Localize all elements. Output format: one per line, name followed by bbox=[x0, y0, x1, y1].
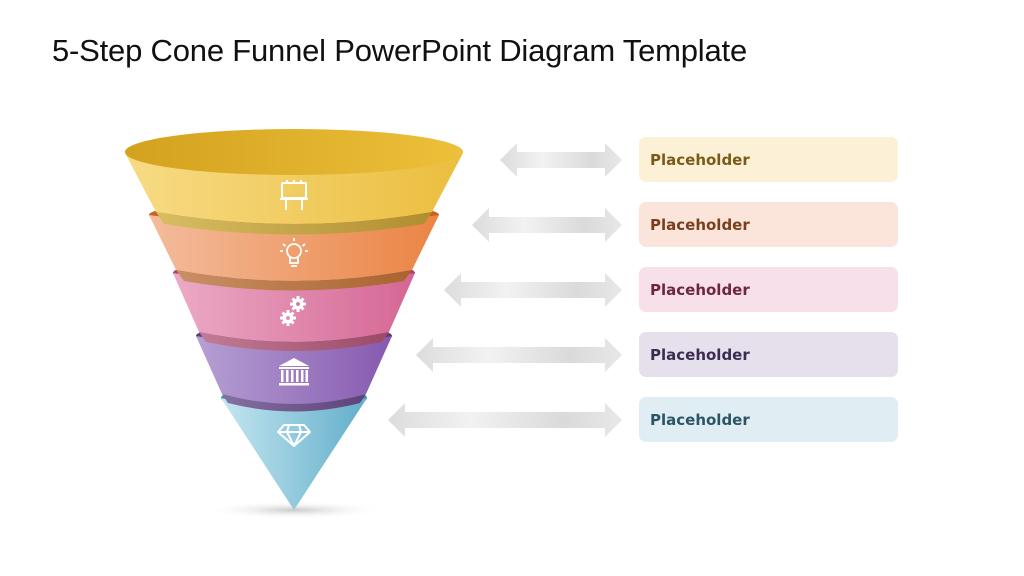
lightbulb-icon bbox=[280, 238, 308, 267]
funnel-level-1[interactable] bbox=[125, 129, 463, 235]
placeholder-box-4[interactable]: Placeholder bbox=[639, 332, 898, 377]
gears-icon bbox=[280, 296, 306, 326]
placeholder-box-1[interactable]: Placeholder bbox=[639, 137, 898, 182]
diamond-icon bbox=[277, 424, 311, 447]
double-arrow-4 bbox=[416, 338, 622, 372]
double-arrow-2 bbox=[472, 208, 622, 242]
placeholder-text-2[interactable]: Placeholder bbox=[650, 215, 750, 234]
placeholder-box-5[interactable]: Placeholder bbox=[639, 397, 898, 442]
placeholder-box-3[interactable]: Placeholder bbox=[639, 267, 898, 312]
placeholder-text-1[interactable]: Placeholder bbox=[650, 150, 750, 169]
billboard-icon bbox=[280, 180, 308, 210]
double-arrow-3 bbox=[444, 273, 622, 307]
slide-title: 5-Step Cone Funnel PowerPoint Diagram Te… bbox=[52, 33, 747, 68]
placeholder-box-2[interactable]: Placeholder bbox=[639, 202, 898, 247]
bank-icon bbox=[279, 358, 309, 386]
placeholder-text-3[interactable]: Placeholder bbox=[650, 280, 750, 299]
double-arrow-1 bbox=[500, 143, 622, 177]
double-arrow-5 bbox=[388, 403, 622, 437]
placeholder-text-4[interactable]: Placeholder bbox=[650, 345, 750, 364]
placeholder-text-5[interactable]: Placeholder bbox=[650, 410, 750, 429]
